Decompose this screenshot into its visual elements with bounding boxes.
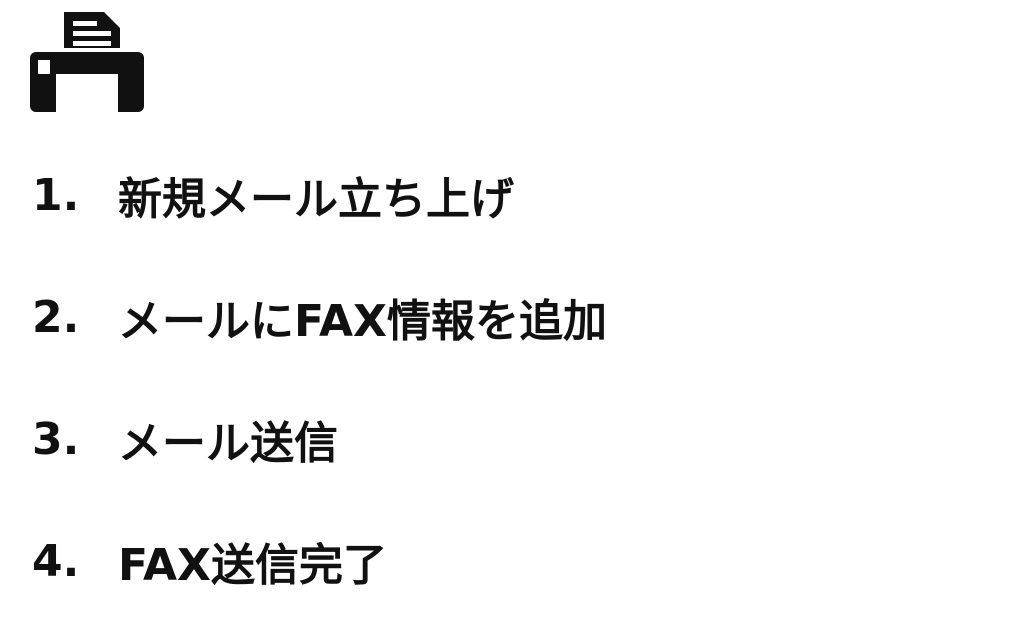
step-number: 4.	[32, 535, 80, 587]
step-number: 2.	[32, 291, 80, 343]
steps-list: 1. 新規メール立ち上げ 2. メールにFAX情報を追加 3. メール送信 4.…	[32, 163, 607, 593]
step-item: 4. FAX送信完了	[32, 529, 607, 593]
step-text: 新規メール立ち上げ	[118, 174, 514, 225]
step-item: 2. メールにFAX情報を追加	[32, 285, 607, 349]
step-number: 1.	[32, 169, 80, 221]
step-text: メール送信	[118, 418, 338, 469]
fax-machine-icon	[30, 12, 144, 112]
step-item: 3. メール送信	[32, 407, 607, 471]
step-text: FAX送信完了	[118, 540, 387, 591]
step-number: 3.	[32, 413, 80, 465]
step-text: メールにFAX情報を追加	[118, 296, 607, 347]
step-item: 1. 新規メール立ち上げ	[32, 163, 607, 227]
